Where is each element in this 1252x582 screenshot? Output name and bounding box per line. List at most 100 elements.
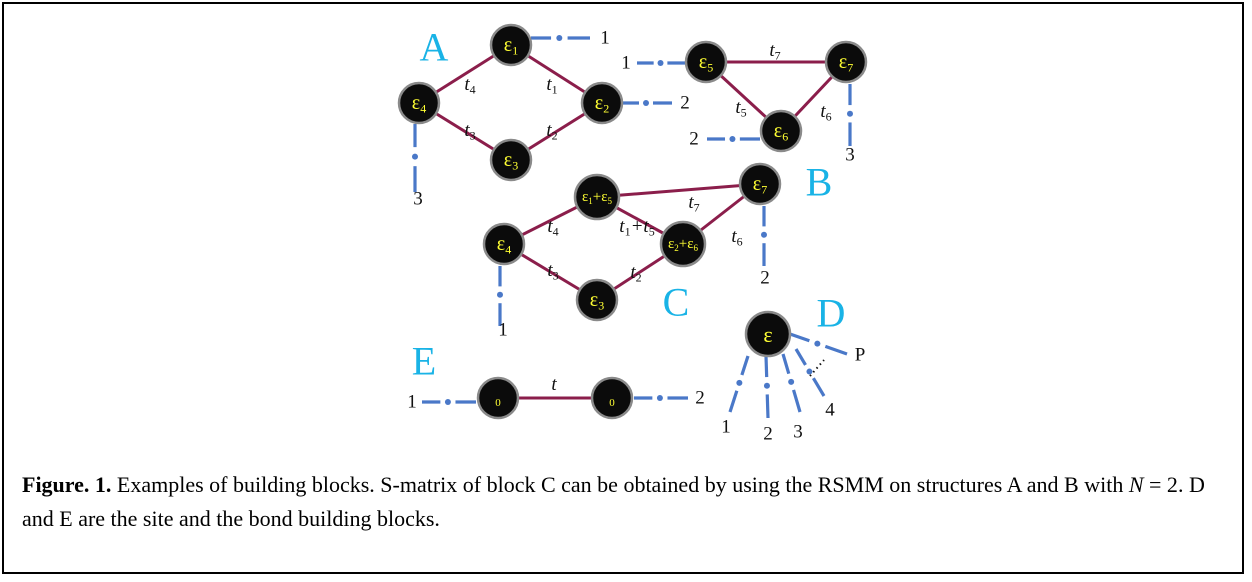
lead-b-3-dot [847,110,853,117]
lead-label-e-2: 2 [695,388,705,409]
lead-d-4-dash-1 [794,348,807,366]
lead-d-p-dot [814,340,821,347]
node-circle [489,138,533,182]
node-circle [659,220,707,268]
lead-e-2-dot [656,395,663,401]
node-c-e4: ε4​ [482,222,526,266]
bond-label-c-t3: t3​ [547,260,558,283]
node-label: ε5​ [699,51,713,75]
lead-label-d-2: 2 [763,424,773,445]
bond-label-b-t5: t5​ [735,97,746,120]
block-label-e: E [412,339,436,384]
node-label: ε [763,322,772,347]
lead-a-3 [412,124,418,192]
block-label-a: A [420,25,449,70]
lead-d-2-dash-2 [765,394,770,419]
lead-label-b-3: 3 [845,145,855,166]
caption-equals: = 2 [1143,472,1178,497]
bond-label-c-t15: t1​+t5​ [619,216,654,239]
node-label: ε1​ [504,34,518,58]
lead-a-1-dot [556,35,563,41]
lead-d-4-dot [806,368,813,375]
lead-b-1-dot [657,60,664,66]
ellipsis-d [809,359,825,377]
lead-a-3-dot [412,153,418,160]
node-circle [744,310,792,358]
bond-label-b-t7: t7​ [769,40,780,63]
lead-d-1-dash-1 [740,355,750,376]
bond-label-b-t6: t6​ [820,101,831,124]
node-e-0a: 0​ [476,376,520,420]
lead-label-c-1: 1 [498,320,508,341]
bond-label-c-t6: t6​ [731,226,742,249]
node-circle [476,376,520,420]
node-label: ε1​+ε5​ [582,189,613,206]
lead-d-2-dot [763,382,770,389]
node-label: 0​ [495,397,501,409]
caption-text-1: Examples of building blocks. S-matrix of… [111,472,1129,497]
lead-b-3 [847,84,853,146]
lead-label-d-4: 4 [825,400,835,421]
node-label: ε4​ [412,92,426,116]
figure-caption: Figure. 1. Examples of building blocks. … [22,468,1232,536]
node-label: ε7​ [839,51,853,75]
lead-label-e-1: 1 [407,392,417,413]
lead-d-p [789,332,848,356]
caption-text-2: . D and E are the site and the bond buil… [22,472,1205,532]
node-circle [759,109,803,153]
node-label: ε3​ [504,149,518,173]
lead-label-b-2: 2 [689,129,699,150]
lead-label-d-1: 1 [721,417,731,438]
lead-b-1 [637,60,686,66]
lead-label-a-3: 3 [413,189,423,210]
bond-c-t7 [596,182,761,199]
bond-label-c-t4: t4​ [547,216,558,239]
lead-d-1 [728,355,750,413]
lead-label-d-3: 3 [793,422,803,443]
node-c-e15: ε1​+ε5​ [573,173,621,221]
lead-label-d-p: P [855,345,866,366]
lead-d-1-dot [736,379,743,386]
block-label-b: B [806,160,833,205]
node-label: 0​ [609,397,615,409]
node-a-e3: ε3​ [489,138,533,182]
node-circle [738,162,782,206]
node-a-e1: ε1​ [489,23,533,67]
lead-c-1 [497,266,503,326]
node-e-0b: 0​ [590,376,634,420]
bond-label-a-t2: t2​ [546,120,557,143]
bond-label-c-t2: t2​ [630,262,641,285]
lead-label-a-1: 1 [600,28,610,49]
lead-b-2-dot [729,136,736,142]
bond-label-a-t3: t3​ [464,120,475,143]
node-circle [824,40,868,84]
node-circle [482,222,526,266]
lead-d-2-dash-1 [764,355,769,378]
lead-d-4-dash-2 [811,377,826,397]
lead-c-1-dot [497,291,503,298]
node-circle [489,23,533,67]
node-label: ε6​ [774,120,788,144]
lead-e-2 [634,395,688,401]
lead-label-a-2: 2 [680,93,690,114]
building-blocks-diagram: ε1​ε2​ε3​ε4​t4​t1​t3​t2​123Aε5​ε6​ε7​t7​… [397,23,868,445]
node-c-e26: ε2​+ε6​ [659,220,707,268]
lead-d-2 [763,355,770,419]
caption-label: Figure. 1. [22,472,112,497]
lead-d-p-dash-1 [789,332,810,343]
lead-a-2-dot [643,100,649,106]
lead-e-1-dot [444,399,451,405]
node-label: ε4​ [497,233,511,257]
lead-a-1 [531,35,590,41]
node-circle [590,376,634,420]
node-c-e3: ε3​ [575,278,619,322]
lead-a-2 [622,100,672,106]
node-circle [580,81,624,125]
node-circle [573,173,621,221]
node-label: ε3​ [590,289,604,313]
bond-label-a-t1: t1​ [546,74,557,97]
node-c-e7: ε7​ [738,162,782,206]
lead-d-3-dot [788,378,795,385]
node-b-e6: ε6​ [759,109,803,153]
caption-math-n: N [1128,472,1144,497]
